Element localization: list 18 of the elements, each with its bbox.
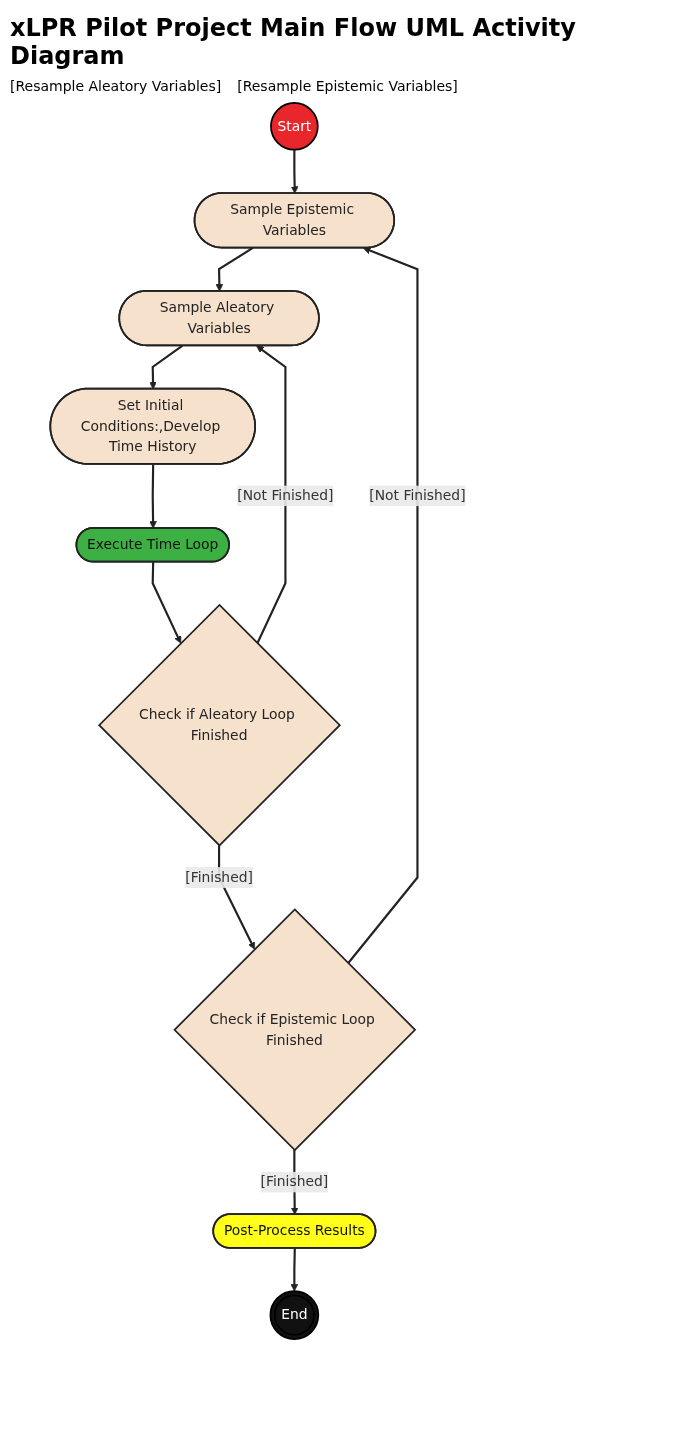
node-diamond: Check if Epistemic Loop Finished [173,908,417,1152]
arrow [290,149,299,194]
arrow [149,464,157,529]
edge-label: [Not Finished] [237,487,334,504]
arrow [256,345,287,644]
arrow [347,246,419,964]
arrow [151,562,182,644]
node-circle: Start [270,102,319,151]
node-circle: End [269,1290,320,1340]
node-diamond: Check if Aleatory Loop Finished [98,603,341,847]
note-text: [Resample Aleatory Variables] [10,78,222,94]
edge-label: [Not Finished] [369,487,466,504]
edge-label: [Finished] [260,1173,329,1190]
diagram-title: xLPR Pilot Project Main Flow UML Activity Diagram [10,14,577,70]
edge-label: [Finished] [185,868,253,886]
arrow [290,1248,299,1292]
arrow [149,344,184,390]
arrow [215,247,254,292]
